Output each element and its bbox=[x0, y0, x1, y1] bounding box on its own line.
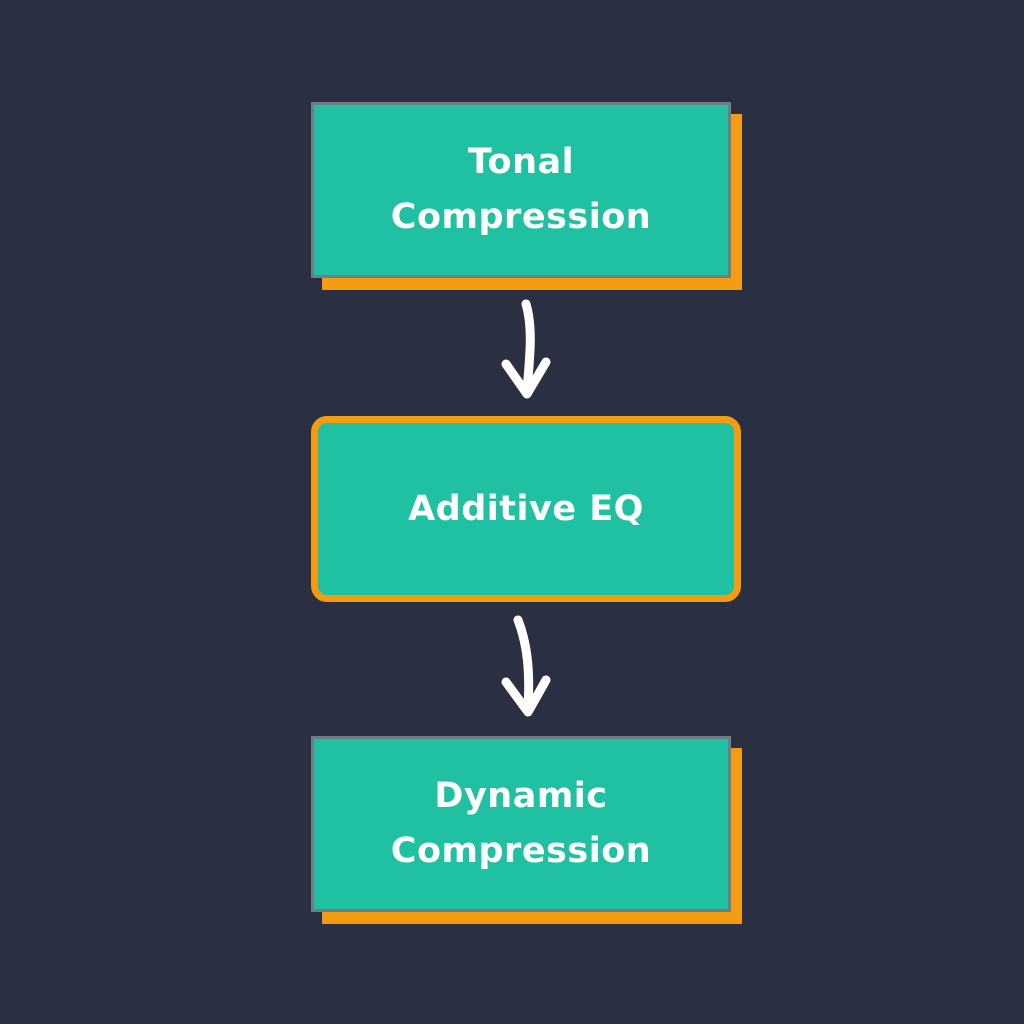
node-label: Dynamic Compression bbox=[390, 776, 652, 871]
down-arrow-icon bbox=[501, 299, 551, 399]
down-arrow-icon bbox=[501, 615, 551, 717]
tonal-compression-box: Tonal Compression bbox=[311, 102, 731, 278]
dynamic-compression-box: Dynamic Compression bbox=[311, 736, 731, 912]
node-label: Additive EQ bbox=[408, 488, 644, 529]
node-label: Tonal Compression bbox=[390, 142, 652, 237]
additive-eq-box: Additive EQ bbox=[311, 416, 741, 602]
